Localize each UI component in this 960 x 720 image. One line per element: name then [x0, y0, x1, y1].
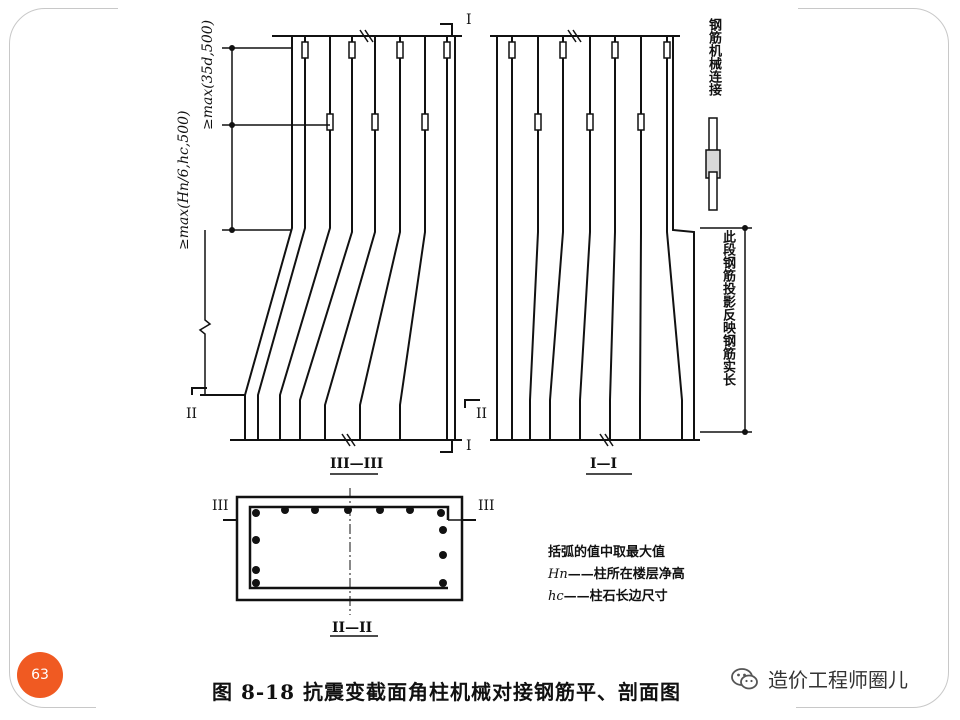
right-column-outline: [672, 36, 695, 440]
slide-frame: [9, 8, 949, 708]
section-mark-i-top: I: [466, 12, 472, 28]
page-number-badge: 63: [17, 652, 63, 698]
note-projection: 此段钢筋投影反映钢筋实长: [720, 230, 735, 386]
joint-bar-lower: [708, 171, 718, 211]
plan-outer-outline: [235, 495, 464, 602]
dimension-lower: ≥max(Hn/6,hc,500): [176, 110, 192, 250]
frame-gap-top: [118, 0, 798, 16]
dimension-upper: ≥max(35d,500): [200, 19, 216, 130]
watermark: 造价工程师圈儿: [730, 664, 908, 693]
watermark-text: 造价工程师圈儿: [768, 668, 908, 692]
legend-hn-text: ——柱所在楼层净高: [567, 567, 685, 582]
section-mark-i-bottom: I: [466, 438, 472, 454]
section-mark-ii-left: II: [186, 406, 198, 422]
figure-caption: 图 8-18 抗震变截面角柱机械对接钢筋平、剖面图: [212, 680, 681, 704]
legend-hc-text: ——柱石长边尺寸: [563, 589, 668, 604]
left-column-outline: [244, 36, 293, 440]
legend: 括弧的值中取最大值 Hn——柱所在楼层净高 hc——柱石长边尺寸: [548, 542, 685, 608]
legend-title: 括弧的值中取最大值: [548, 545, 666, 560]
legend-hn: Hn——柱所在楼层净高: [548, 564, 685, 586]
section-title-iii: III—III: [330, 456, 384, 472]
section-title-i: I—I: [590, 456, 618, 472]
legend-hc: hc——柱石长边尺寸: [548, 586, 685, 608]
legend-hc-symbol: hc: [548, 589, 564, 604]
frame-gap-bottom: [96, 700, 796, 720]
section-title-ii: II—II: [332, 620, 373, 636]
section-mark-ii-right: II: [476, 406, 488, 422]
legend-hn-symbol: Hn: [548, 567, 568, 582]
section-mark-iii-right: III: [478, 498, 495, 514]
wechat-icon: [731, 667, 758, 689]
section-mark-iii-left: III: [212, 498, 229, 514]
plan-rebars: [252, 506, 447, 587]
note-mechanical-joint: 钢筋机械连接: [706, 18, 721, 96]
